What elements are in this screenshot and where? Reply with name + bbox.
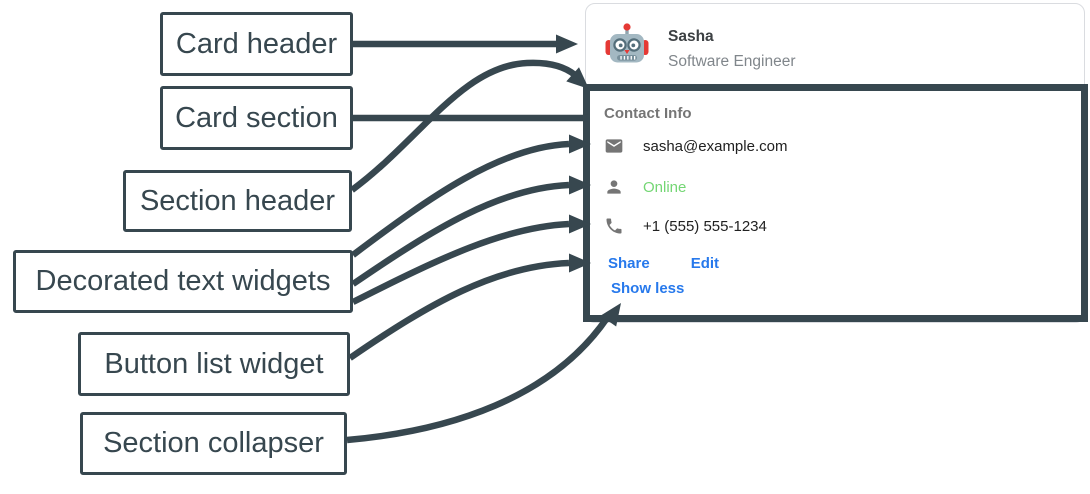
arrow-email-row	[351, 140, 570, 258]
arrow-phone-row	[351, 220, 570, 305]
card-section: Contact Info sasha@example.com Online +1…	[583, 84, 1088, 322]
arrow-button-list	[348, 259, 570, 361]
arrowhead-card-header	[556, 34, 578, 54]
label-card-header: Card header	[160, 12, 353, 76]
share-button[interactable]: Share	[608, 255, 650, 272]
robot-avatar-icon	[605, 23, 649, 63]
contact-row-email: sasha@example.com	[604, 135, 787, 157]
contact-row-phone: +1 (555) 555-1234	[604, 215, 767, 237]
card-title: Sasha	[668, 28, 714, 45]
email-icon	[605, 139, 623, 153]
phone-icon	[606, 218, 622, 234]
button-list: Share Edit	[608, 255, 719, 272]
section-header: Contact Info	[604, 105, 692, 122]
person-icon	[607, 180, 621, 194]
label-section-header: Section header	[123, 170, 352, 232]
label-card-section: Card section	[160, 86, 353, 150]
arrow-section-header	[350, 59, 578, 193]
arrow-status-row	[351, 181, 570, 287]
phone-text: +1 (555) 555-1234	[643, 217, 767, 235]
status-text: Online	[643, 178, 687, 196]
email-text: sasha@example.com	[643, 137, 788, 155]
label-button-list-widget: Button list widget	[78, 332, 350, 396]
label-section-collapser: Section collapser	[80, 412, 347, 475]
arrow-section-collapser	[346, 316, 610, 444]
show-less-button[interactable]: Show less	[611, 280, 685, 297]
card-header: Sasha Software Engineer	[586, 4, 1084, 84]
card-section-content: Contact Info sasha@example.com Online +1…	[590, 91, 1081, 315]
edit-button[interactable]: Edit	[690, 255, 720, 272]
contact-row-status: Online	[604, 176, 686, 198]
card-subtitle: Software Engineer	[668, 53, 796, 70]
label-decorated-text-widgets: Decorated text widgets	[13, 250, 353, 313]
